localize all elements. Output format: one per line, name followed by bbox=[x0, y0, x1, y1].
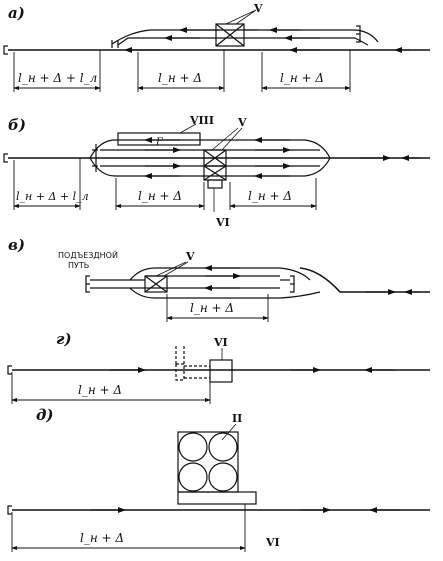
callout-V: V bbox=[185, 250, 195, 263]
dim-label: l_н + Δ bbox=[78, 383, 122, 397]
dim-label: l_н + Δ + l_л bbox=[18, 71, 97, 85]
building-label: Г bbox=[155, 137, 163, 148]
dim-label: l_н + Δ bbox=[158, 71, 202, 85]
section-d bbox=[7, 423, 430, 552]
section-label-g: г) bbox=[56, 330, 72, 348]
dim-label: l_н + Δ + l_л bbox=[16, 190, 89, 203]
section-label-d: д) bbox=[36, 406, 54, 424]
callout-VI: VI bbox=[213, 336, 228, 349]
section-label-a: а) bbox=[8, 4, 25, 22]
spur-label-line1: ПОДЪЕЗДНОЙ bbox=[58, 249, 118, 260]
siding-track bbox=[111, 29, 379, 45]
building-VIII bbox=[117, 132, 201, 146]
callout-VI: VI bbox=[215, 216, 230, 229]
dim-label: l_н + Δ bbox=[248, 189, 292, 203]
yard-track bbox=[89, 139, 331, 159]
section-g bbox=[7, 346, 430, 404]
equipment-VI bbox=[209, 359, 233, 383]
section-v bbox=[85, 261, 430, 322]
section-label-v: в) bbox=[8, 236, 25, 254]
callout-V: V bbox=[237, 116, 247, 129]
section-a bbox=[3, 9, 430, 92]
dim-label: l_н + Δ bbox=[190, 301, 234, 315]
callout-V: V bbox=[253, 2, 263, 15]
callout-VI: VI bbox=[265, 536, 280, 549]
platform bbox=[177, 491, 257, 505]
dim-label: l_н + Δ bbox=[138, 189, 182, 203]
callout-II: II bbox=[232, 412, 242, 425]
crossed-box-V bbox=[215, 23, 245, 47]
dim-label: l_н + Δ bbox=[80, 531, 124, 545]
section-b bbox=[3, 123, 430, 212]
tank-group-II bbox=[177, 431, 239, 493]
section-label-b: б) bbox=[8, 116, 26, 134]
spur-label-line2: ПУТЬ bbox=[68, 261, 89, 270]
dim-label: l_н + Δ bbox=[280, 71, 324, 85]
buffer-stop bbox=[3, 45, 8, 55]
callout-VIII: VIII bbox=[189, 114, 214, 127]
